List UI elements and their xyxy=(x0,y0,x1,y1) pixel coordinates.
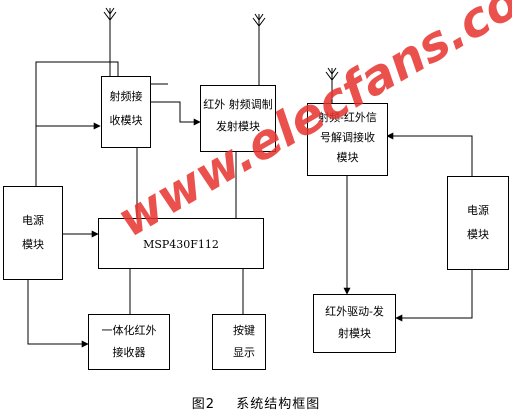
block-label-line: 射模块 xyxy=(338,327,371,340)
block-label-line: 电源 xyxy=(22,214,44,227)
block-label-line: 一体化红外 xyxy=(101,324,157,337)
block-label-line: 红外驱动-发 xyxy=(325,305,384,318)
block-label-line: 射频接 xyxy=(109,90,143,103)
block-label-line: MSP430F112 xyxy=(143,238,219,251)
block-label-line: 模块 xyxy=(336,151,359,164)
figure-number: 图2 xyxy=(191,397,216,412)
block-label-line: 红外 射频调制 xyxy=(203,98,273,111)
antenna-icon xyxy=(325,67,339,104)
msp430-mcu: MSP430F112 xyxy=(98,218,264,269)
keypad-display-module: 按键 显示 xyxy=(212,314,266,370)
antenna-icon xyxy=(103,7,117,76)
block-label-line: 按键 xyxy=(233,324,255,337)
block-label-line: 模块 xyxy=(22,238,44,251)
block-label-line: 发射模块 xyxy=(216,120,260,133)
block-label-line: 显示 xyxy=(233,346,255,359)
figure-caption: 图2 系统结构框图 xyxy=(0,393,512,412)
rf-ir-demodulation-receiver-module: 射频-红外信 号解调接收 模块 xyxy=(307,103,388,176)
block-label-line: 号解调接收 xyxy=(320,131,375,144)
block-label-line: 射频-红外信 xyxy=(318,111,377,124)
block-label-line: 接收器 xyxy=(112,346,146,359)
rf-receiver-module: 射频接 收模块 xyxy=(101,76,151,148)
power-module-left: 电源 模块 xyxy=(3,186,63,280)
ir-rf-modulation-transmitter-module: 红外 射频调制 发射模块 xyxy=(200,85,276,152)
block-label-line: 模块 xyxy=(467,228,489,241)
block-label-line: 电源 xyxy=(467,204,489,217)
power-module-right: 电源 模块 xyxy=(447,176,509,270)
integrated-ir-receiver: 一体化红外 接收器 xyxy=(88,314,170,370)
figure-title: 系统结构框图 xyxy=(236,397,321,412)
ir-driver-transmitter-module: 红外驱动-发 射模块 xyxy=(313,294,396,353)
block-label-line: 收模块 xyxy=(109,114,143,127)
antenna-icon xyxy=(252,13,266,85)
